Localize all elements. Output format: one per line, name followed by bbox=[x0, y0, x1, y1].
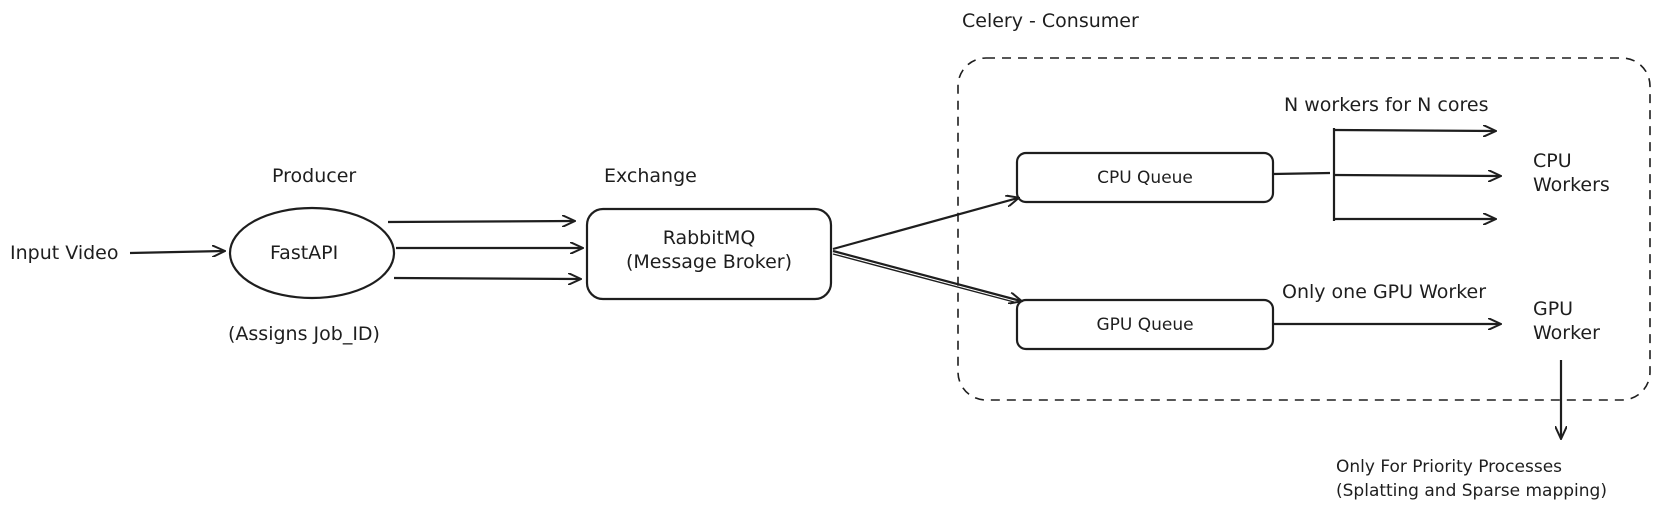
producer-label: Producer bbox=[272, 165, 357, 187]
fastapi-label: FastAPI bbox=[270, 242, 339, 264]
cpu-workers-label-line2: Workers bbox=[1533, 174, 1610, 196]
rabbitmq-label-line2: (Message Broker) bbox=[625, 251, 793, 273]
rabbitmq-label-line1: RabbitMQ bbox=[662, 227, 756, 249]
input-video-label: Input Video bbox=[10, 242, 119, 264]
celery-consumer-group bbox=[957, 57, 1651, 401]
fastapi-to-rabbitmq-arrow-3 bbox=[393, 278, 580, 279]
gpu-worker-label: GPU Worker bbox=[1533, 297, 1600, 345]
cpu-queue-node bbox=[1015, 151, 1275, 204]
priority-processes-label-line2: (Splatting and Sparse mapping) bbox=[1336, 481, 1607, 501]
priority-processes-label-line1: Only For Priority Processes bbox=[1336, 457, 1563, 477]
rabbitmq-to-gpu-queue-arrow bbox=[832, 249, 1021, 301]
rabbitmq-to-cpu-queue-arrow bbox=[832, 198, 1018, 251]
rabbitmq-label: RabbitMQ (Message Broker) bbox=[587, 226, 831, 274]
fastapi-to-rabbitmq-arrow-1 bbox=[387, 221, 574, 222]
celery-consumer-label: Celery - Consumer bbox=[962, 10, 1139, 32]
assigns-job-id-label: (Assigns Job_ID) bbox=[228, 323, 380, 345]
exchange-label: Exchange bbox=[604, 165, 697, 187]
cpu-workers-label-line1: CPU bbox=[1533, 150, 1572, 172]
gpu-worker-label-line1: GPU bbox=[1533, 298, 1574, 320]
cpu-queue-connector bbox=[1272, 171, 1331, 176]
cpu-worker-arrow-2 bbox=[1333, 175, 1500, 176]
cpu-workers-label: CPU Workers bbox=[1533, 149, 1610, 197]
rabbitmq-node bbox=[585, 207, 833, 301]
cpu-queue-label: CPU Queue bbox=[1097, 168, 1193, 188]
input-to-fastapi-arrow bbox=[129, 251, 224, 253]
cpu-workers-note-label: N workers for N cores bbox=[1284, 94, 1489, 116]
priority-processes-label: Only For Priority Processes (Splatting a… bbox=[1336, 455, 1607, 503]
rabbitmq-to-gpu-queue-arrow-shadow bbox=[832, 253, 1015, 303]
cpu-worker-arrow-1 bbox=[1333, 130, 1495, 131]
gpu-queue-label: GPU Queue bbox=[1096, 315, 1194, 335]
fastapi-node bbox=[228, 206, 396, 300]
gpu-worker-label-line2: Worker bbox=[1533, 322, 1600, 344]
gpu-worker-note-label: Only one GPU Worker bbox=[1282, 281, 1487, 303]
